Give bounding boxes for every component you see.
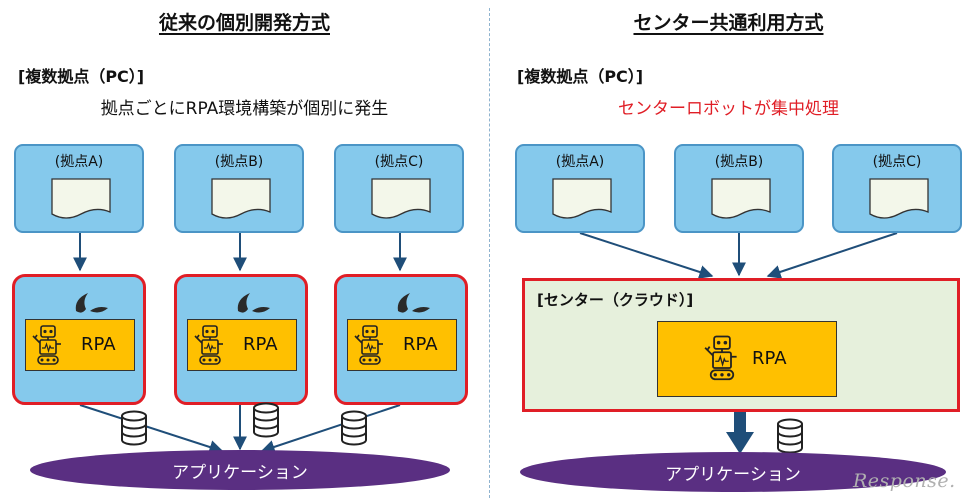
document-icon — [371, 178, 431, 219]
right-description: センターロボットが集中処理 — [618, 99, 839, 119]
right-site-c: (拠点C) — [832, 144, 962, 233]
document-icon — [711, 178, 771, 219]
left-robot-box-c: RPA — [334, 274, 468, 405]
site-label: (拠点C) — [872, 154, 922, 170]
database-icon — [121, 410, 147, 446]
rpa-label: RPA — [243, 334, 278, 355]
robot-icon — [32, 325, 61, 365]
left-site-a: (拠点A) — [14, 144, 144, 233]
rpa-label: RPA — [752, 348, 787, 369]
response-watermark: Response. — [853, 470, 956, 492]
site-label: (拠点C) — [374, 154, 424, 170]
rpa-card: RPA — [187, 319, 297, 371]
panel-divider — [489, 8, 490, 498]
right-subtitle: [複数拠点（PC）] — [517, 67, 644, 86]
database-icon — [253, 402, 279, 438]
site-label: (拠点A) — [555, 154, 605, 170]
rpa-label: RPA — [81, 334, 116, 355]
database-icon — [777, 418, 803, 454]
document-icon — [552, 178, 612, 219]
document-icon — [869, 178, 929, 219]
left-robot-box-b: RPA — [174, 274, 308, 405]
rpa-card: RPA — [657, 321, 837, 397]
drop-icon — [397, 293, 430, 313]
site-label: (拠点B) — [714, 154, 764, 170]
drop-icon — [75, 293, 108, 313]
application-label: アプリケーション — [665, 464, 801, 485]
left-application: アプリケーション — [30, 450, 450, 490]
robot-icon — [354, 325, 383, 365]
left-site-c: (拠点C) — [334, 144, 464, 233]
robot-icon — [704, 335, 737, 381]
document-icon — [51, 178, 111, 219]
right-site-a: (拠点A) — [515, 144, 645, 233]
left-title: 従来の個別開発方式 — [158, 12, 330, 34]
right-site-b: (拠点B) — [674, 144, 804, 233]
arrow-right-a — [579, 232, 714, 279]
center-cloud-box: [センター（クラウド）] RPA — [522, 278, 960, 412]
right-application: アプリケーション — [520, 452, 946, 492]
left-subtitle: [複数拠点（PC）] — [18, 67, 145, 86]
robot-icon — [194, 325, 223, 365]
site-label: (拠点B) — [214, 154, 264, 170]
arrow-left-c-app — [260, 404, 401, 454]
rpa-card: RPA — [347, 319, 457, 371]
left-robot-box-a: RPA — [12, 274, 146, 405]
arrow-left-a-app — [79, 404, 224, 454]
arrow-right-c — [766, 232, 898, 279]
left-site-b: (拠点B) — [174, 144, 304, 233]
application-label: アプリケーション — [172, 462, 308, 483]
drop-icon — [237, 293, 270, 313]
rpa-label: RPA — [403, 334, 438, 355]
left-description: 拠点ごとにRPA環境構築が個別に発生 — [100, 99, 389, 119]
database-icon — [341, 410, 367, 446]
site-label: (拠点A) — [54, 154, 104, 170]
center-label: [センター（クラウド）] — [537, 291, 694, 309]
rpa-card: RPA — [25, 319, 135, 371]
right-title: センター共通利用方式 — [633, 12, 824, 34]
arrow-right-app — [726, 412, 754, 454]
document-icon — [211, 178, 271, 219]
